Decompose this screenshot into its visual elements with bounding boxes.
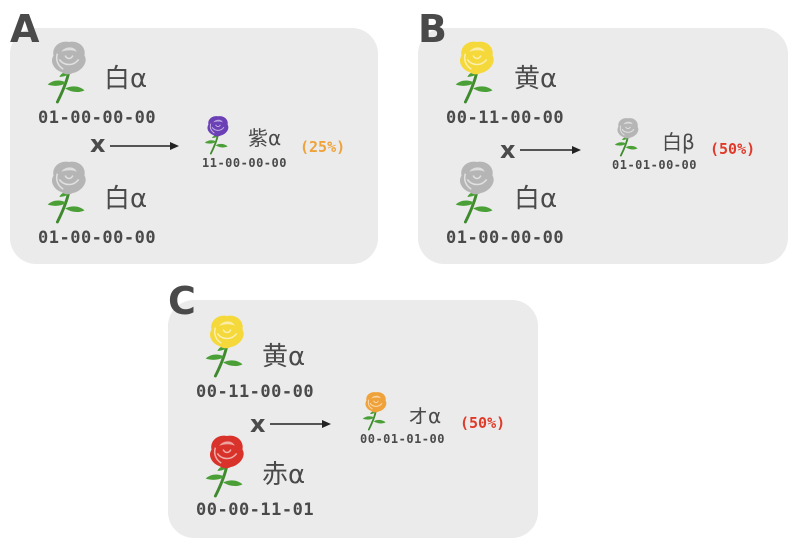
panel-a-child-percent: (25%)	[300, 138, 346, 156]
panel-c-child-genes: 00-01-01-00	[360, 432, 445, 446]
panel-c-arrow-icon	[270, 420, 331, 428]
panel-c-letter: C	[168, 279, 196, 323]
panel-c-cross-symbol: x	[250, 410, 266, 438]
panel-a-arrow-icon	[110, 142, 179, 150]
rose-icon	[40, 38, 98, 106]
panel-b-letter: B	[418, 7, 447, 51]
panel-c-child-percent: (50%)	[460, 414, 506, 432]
panel-b-child-label: 白β	[662, 130, 695, 154]
rose-icon	[448, 38, 506, 106]
rose-icon	[198, 312, 256, 380]
panel-a-child-label: 紫α	[248, 126, 282, 150]
panel-b-parent-1-genes: 00-11-00-00	[446, 108, 565, 128]
panel-c-parent-1-label: 黄α	[262, 342, 306, 372]
panel-b-parent-2-label: 白α	[514, 184, 558, 214]
rose-icon	[448, 158, 506, 226]
panel-c-parent-2-genes: 00-00-11-01	[196, 500, 315, 520]
panel-b-child-genes: 01-01-00-00	[612, 158, 697, 172]
panel-b-parent-1-label: 黄α	[514, 64, 558, 94]
rose-icon	[198, 432, 256, 500]
panel-c-child-label: オα	[408, 404, 442, 428]
panel-c-parent-2-label: 赤α	[262, 460, 306, 490]
panel-a-parent-1-genes: 01-00-00-00	[38, 108, 157, 128]
panel-a-parent-2-label: 白α	[104, 184, 148, 214]
panel-b-cross-symbol: x	[500, 136, 516, 164]
panel-b-child-percent: (50%)	[710, 140, 756, 158]
panel-a-child-genes: 11-00-00-00	[202, 156, 287, 170]
rose-icon	[610, 116, 646, 158]
panel-a-letter: A	[10, 7, 40, 51]
panel-a-parent-2-genes: 01-00-00-00	[38, 228, 157, 248]
rose-icon	[200, 114, 236, 156]
panel-c-parent-1-genes: 00-11-00-00	[196, 382, 315, 402]
rose-icon	[358, 390, 394, 432]
rose-icon	[40, 158, 98, 226]
panel-b-parent-2-genes: 01-00-00-00	[446, 228, 565, 248]
panel-a-cross-symbol: x	[90, 130, 106, 158]
panel-a-parent-1-label: 白α	[104, 64, 148, 94]
panel-b-arrow-icon	[520, 146, 581, 154]
